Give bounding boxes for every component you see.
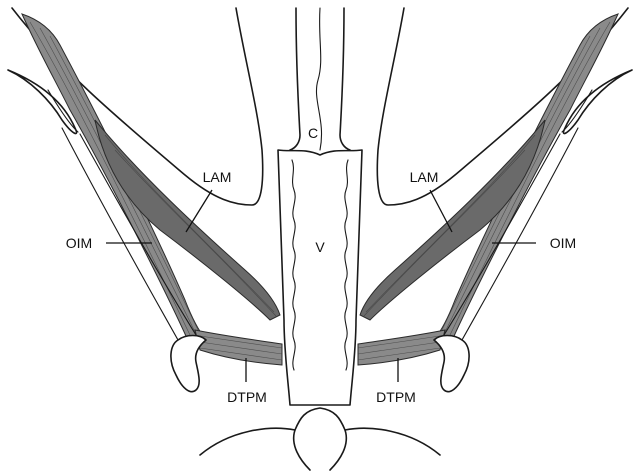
levator-ani-left: [95, 120, 280, 320]
uterus-cervix: [290, 8, 350, 150]
obturator-internus-left: [22, 14, 205, 345]
ischial-bone-right: [434, 336, 469, 392]
deep-transverse-perineal-left: [195, 330, 282, 365]
leader-lam-left: [186, 190, 212, 232]
obturator-internus-right: [435, 14, 618, 345]
levator-ani-right: [360, 120, 545, 320]
label-dtpm-right: DTPM: [376, 389, 416, 405]
ischial-bone-left: [171, 336, 206, 392]
deep-transverse-perineal-right: [358, 330, 445, 365]
label-oim-right: OIM: [550, 235, 576, 251]
label-lam-right: LAM: [410, 169, 439, 185]
vagina: [278, 150, 362, 405]
leader-lam-right: [430, 190, 452, 232]
label-lam-left: LAM: [203, 169, 232, 185]
perineal-contour: [200, 408, 440, 470]
label-oim-left: OIM: [66, 235, 92, 251]
label-cervix: C: [308, 125, 318, 141]
label-vagina: V: [315, 239, 325, 255]
label-dtpm-left: DTPM: [227, 389, 267, 405]
